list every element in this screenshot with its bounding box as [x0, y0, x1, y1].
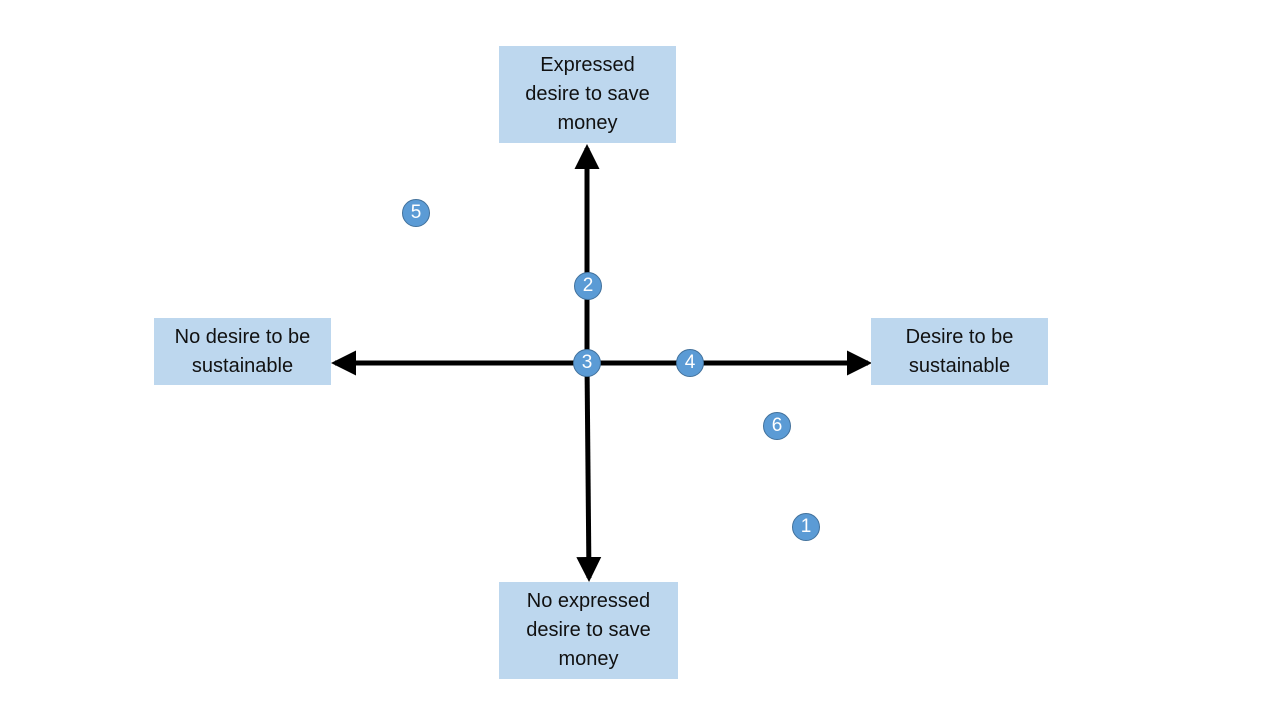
marker-4: 4 [676, 349, 704, 377]
axis-label-expressed-desire-to-save-money: Expressed desire to save money [499, 46, 676, 143]
axis-label-no-desire-to-be-sustainable: No desire to be sustainable [154, 318, 331, 385]
marker-3: 3 [573, 349, 601, 377]
axis-label-no-expressed-desire-to-save-money: No expressed desire to save money [499, 582, 678, 679]
marker-5: 5 [402, 199, 430, 227]
marker-1: 1 [792, 513, 820, 541]
marker-6: 6 [763, 412, 791, 440]
axis-label-desire-to-be-sustainable: Desire to be sustainable [871, 318, 1048, 385]
marker-2: 2 [574, 272, 602, 300]
axis-down-arrow [576, 362, 602, 582]
